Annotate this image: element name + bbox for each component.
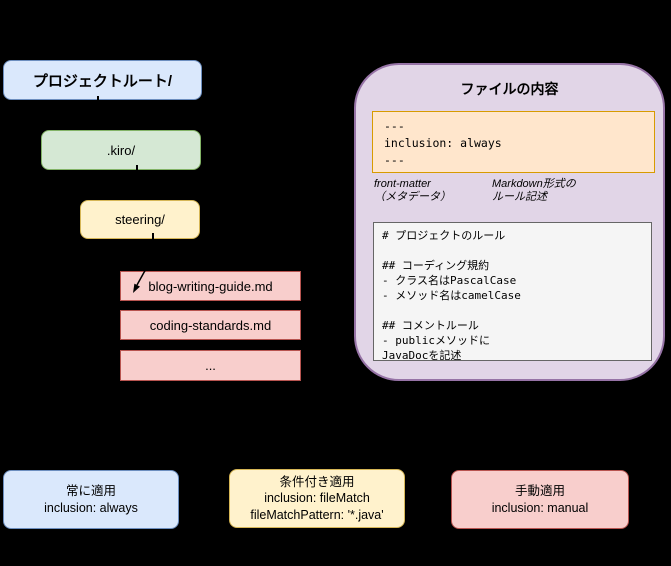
legend-manual-code: inclusion: manual — [491, 500, 589, 515]
node-steering-dir: steering/ — [80, 200, 200, 239]
legend-file-match-title: 条件付き適用 — [279, 474, 355, 489]
connector-stub-root-to-kiro — [97, 96, 99, 102]
node-file-coding-standards: coding-standards.md — [120, 310, 301, 340]
legend-always-title: 常に適用 — [65, 484, 116, 498]
kiro-dir-label: .kiro/ — [106, 142, 136, 158]
markdown-caption: Markdown形式の ルール記述 — [492, 178, 576, 203]
markdown-rules-code-block: # プロジェクトのルール ## コーディング規約 - クラス名はPascalCa… — [373, 222, 652, 361]
node-file-blog-writing-guide: blog-writing-guide.md — [120, 271, 301, 301]
connector-stub-steering-to-files — [152, 233, 154, 239]
front-matter-caption: front-matter （メタデータ） — [374, 178, 451, 203]
node-file-more: ... — [120, 350, 301, 381]
legend-always-code: inclusion: always — [44, 500, 138, 515]
connector-arrow-into-file — [133, 257, 153, 293]
file-label: ... — [205, 358, 216, 373]
connector-stub-kiro-to-steering — [136, 165, 138, 171]
file-label: blog-writing-guide.md — [148, 278, 273, 294]
legend-manual-title: 手動適用 — [514, 484, 565, 498]
project-root-label: プロジェクトルート/ — [32, 72, 173, 90]
file-content-panel: ファイルの内容 --- inclusion: always --- front-… — [354, 63, 665, 381]
steering-dir-label: steering/ — [115, 212, 165, 227]
node-kiro-dir: .kiro/ — [41, 130, 201, 170]
file-label: coding-standards.md — [149, 317, 272, 333]
legend-file-match-code: inclusion: fileMatch fileMatchPattern: '… — [250, 491, 384, 522]
legend-file-match: 条件付き適用 inclusion: fileMatch fileMatchPat… — [229, 469, 405, 528]
legend-always: 常に適用 inclusion: always — [3, 470, 179, 529]
legend-manual: 手動適用 inclusion: manual — [451, 470, 629, 529]
node-project-root: プロジェクトルート/ — [3, 60, 202, 100]
file-content-panel-title: ファイルの内容 — [460, 81, 559, 97]
front-matter-code-block: --- inclusion: always --- — [372, 111, 655, 173]
